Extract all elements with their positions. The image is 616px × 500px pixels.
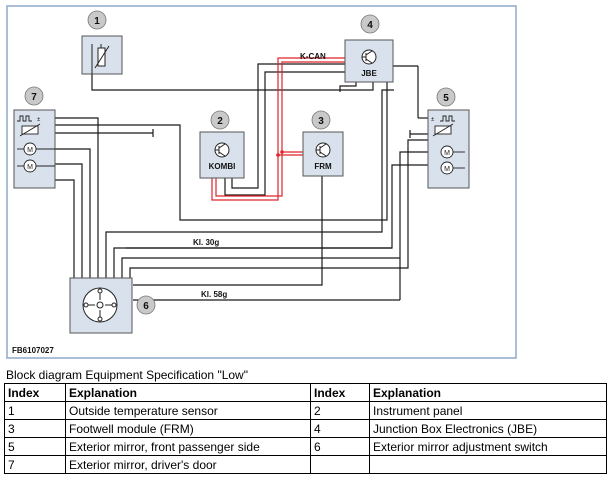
svg-text:±: ±	[37, 117, 41, 123]
table-row: 5 Exterior mirror, front passenger side …	[4, 437, 607, 456]
svg-text:2: 2	[217, 116, 223, 127]
table-cell: 2	[310, 401, 370, 420]
callout-2: 2	[210, 110, 230, 130]
svg-text:3: 3	[318, 116, 324, 127]
callout-5: 5	[436, 87, 456, 107]
svg-text:M: M	[27, 147, 33, 154]
figure-code: FB6107027	[12, 346, 54, 355]
table-cell: Exterior mirror adjustment switch	[369, 437, 607, 456]
mirror-heater-icon: ±	[431, 115, 455, 137]
diagram-caption: Block diagram Equipment Specification "L…	[6, 368, 248, 382]
callout-7: 7	[24, 86, 44, 106]
block-diagram: KOMBI FRM JBE K-CAN ± M M	[6, 5, 517, 359]
callout-6: 6	[136, 295, 156, 315]
header-index: Index	[310, 383, 370, 402]
svg-text:M: M	[444, 150, 450, 157]
k-can-label: K-CAN	[300, 52, 326, 61]
table-row: 7 Exterior mirror, driver's door	[4, 455, 607, 474]
table-cell: 6	[310, 437, 370, 456]
table-cell: 3	[4, 419, 66, 438]
svg-text:6: 6	[143, 301, 149, 312]
header-index: Index	[4, 383, 66, 402]
svg-text:±: ±	[431, 117, 435, 123]
thermistor-icon	[91, 44, 110, 75]
legend-table: Index Explanation Index Explanation 1 Ou…	[4, 383, 607, 474]
table-row: 3 Footwell module (FRM) 4 Junction Box E…	[4, 419, 607, 438]
can-junction-dot	[276, 153, 280, 157]
svg-text:5: 5	[443, 93, 449, 104]
kombi-label: KOMBI	[209, 162, 236, 171]
header-explanation: Explanation	[369, 383, 607, 402]
table-cell: 1	[4, 401, 66, 420]
mirror-heater-icon: ±	[17, 115, 41, 137]
table-cell: Junction Box Electronics (JBE)	[369, 419, 607, 438]
callout-1: 1	[87, 10, 107, 30]
svg-text:M: M	[444, 166, 450, 173]
callout-4: 4	[360, 14, 380, 34]
table-cell: Outside temperature sensor	[65, 401, 311, 420]
table-cell: Footwell module (FRM)	[65, 419, 311, 438]
table-cell	[310, 455, 370, 474]
table-row: 1 Outside temperature sensor 2 Instrumen…	[4, 401, 607, 420]
table-cell: 5	[4, 437, 66, 456]
callout-3: 3	[311, 110, 331, 130]
motor-icon: M	[17, 159, 55, 173]
table-cell	[369, 455, 607, 474]
kl58-label: Kl. 58g	[201, 290, 227, 299]
frm-label: FRM	[314, 162, 332, 171]
svg-text:M: M	[27, 164, 33, 171]
jbe-label: JBE	[361, 69, 377, 78]
transistor-icon	[361, 49, 377, 65]
can-junction-dot	[280, 150, 284, 154]
table-cell: Exterior mirror, driver's door	[65, 455, 311, 474]
legend-header-row: Index Explanation Index Explanation	[4, 383, 607, 402]
header-explanation: Explanation	[65, 383, 311, 402]
motor-icon: M	[17, 142, 55, 156]
table-cell: 7	[4, 455, 66, 474]
svg-text:4: 4	[367, 20, 373, 31]
table-cell: Exterior mirror, front passenger side	[65, 437, 311, 456]
table-cell: Instrument panel	[369, 401, 607, 420]
mirror-adjust-switch-icon	[82, 287, 118, 323]
motor-icon: M	[440, 145, 465, 159]
table-cell: 4	[310, 419, 370, 438]
k-can-bus	[211, 57, 345, 201]
motor-icon: M	[440, 161, 465, 175]
transistor-icon	[315, 142, 331, 158]
transistor-icon	[214, 142, 230, 158]
svg-text:1: 1	[94, 16, 100, 27]
kl30-label: Kl. 30g	[193, 238, 219, 247]
svg-text:7: 7	[31, 92, 37, 103]
